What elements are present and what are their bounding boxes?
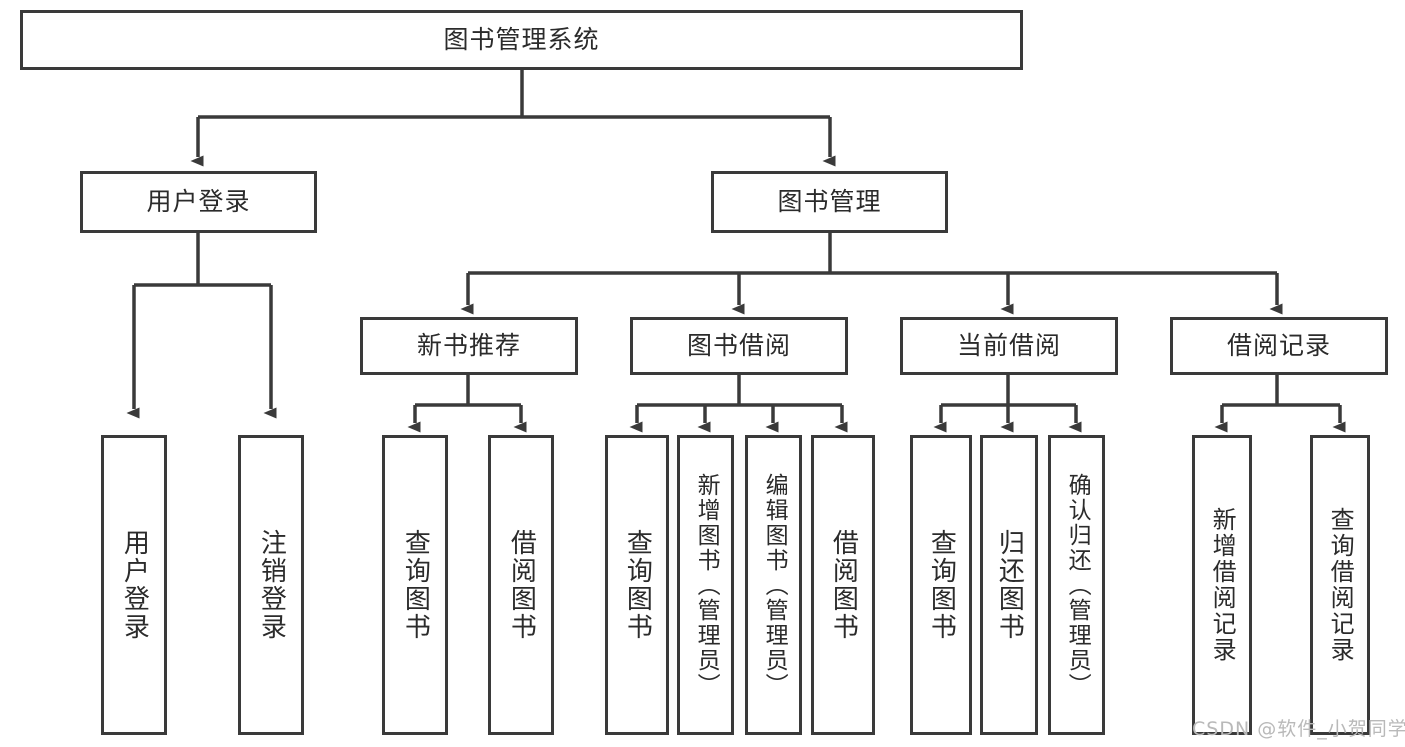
node-label: 图书管理 bbox=[777, 187, 882, 217]
node-label: 编辑图书（管理员） bbox=[761, 472, 788, 698]
node-user-login[interactable]: 用户登录 bbox=[80, 171, 317, 233]
leaf-confirm-return-admin[interactable]: 确认归还（管理员） bbox=[1048, 435, 1105, 735]
node-label: 注销登录 bbox=[256, 529, 287, 641]
node-label: 新增借阅记录 bbox=[1208, 507, 1237, 663]
node-borrowing-record[interactable]: 借阅记录 bbox=[1170, 317, 1388, 375]
node-label: 借阅图书 bbox=[828, 529, 859, 641]
leaf-return-books[interactable]: 归还图书 bbox=[980, 435, 1038, 735]
leaf-borrow-books[interactable]: 借阅图书 bbox=[811, 435, 875, 735]
node-label: 借阅记录 bbox=[1226, 331, 1331, 361]
leaf-logout[interactable]: 注销登录 bbox=[238, 435, 304, 735]
node-label: 用户登录 bbox=[119, 529, 150, 641]
leaf-query-books-current[interactable]: 查询图书 bbox=[910, 435, 972, 735]
node-new-book-recommendation[interactable]: 新书推荐 bbox=[360, 317, 578, 375]
csdn-watermark: CSDN @软件_小贺同学 bbox=[1192, 714, 1405, 741]
node-label: 查询图书 bbox=[622, 529, 653, 641]
node-label: 查询图书 bbox=[926, 529, 957, 641]
node-book-management[interactable]: 图书管理 bbox=[711, 171, 948, 233]
leaf-add-book-admin[interactable]: 新增图书（管理员） bbox=[677, 435, 734, 735]
leaf-edit-book-admin[interactable]: 编辑图书（管理员） bbox=[745, 435, 802, 735]
node-label: 当前借阅 bbox=[956, 331, 1061, 361]
node-label: 查询借阅记录 bbox=[1326, 507, 1355, 663]
node-book-management-system[interactable]: 图书管理系统 bbox=[20, 10, 1023, 70]
node-label: 图书借阅 bbox=[686, 331, 791, 361]
node-label: 用户登录 bbox=[146, 187, 251, 217]
leaf-query-books-borrow[interactable]: 查询图书 bbox=[605, 435, 669, 735]
leaf-borrow-books-recommend[interactable]: 借阅图书 bbox=[488, 435, 554, 735]
node-label: 新增图书（管理员） bbox=[693, 472, 720, 698]
node-book-borrowing[interactable]: 图书借阅 bbox=[630, 317, 848, 375]
leaf-add-borrow-record[interactable]: 新增借阅记录 bbox=[1192, 435, 1252, 735]
node-label: 确认归还（管理员） bbox=[1064, 472, 1091, 698]
node-label: 新书推荐 bbox=[416, 331, 521, 361]
leaf-query-borrow-record[interactable]: 查询借阅记录 bbox=[1310, 435, 1370, 735]
leaf-query-books-recommend[interactable]: 查询图书 bbox=[382, 435, 448, 735]
node-label: 图书管理系统 bbox=[443, 25, 600, 55]
leaf-user-login[interactable]: 用户登录 bbox=[101, 435, 167, 735]
node-current-borrowing[interactable]: 当前借阅 bbox=[900, 317, 1118, 375]
node-label: 归还图书 bbox=[994, 529, 1025, 641]
node-label: 借阅图书 bbox=[506, 529, 537, 641]
watermark-text: CSDN @软件_小贺同学 bbox=[1192, 718, 1405, 740]
node-label: 查询图书 bbox=[400, 529, 431, 641]
